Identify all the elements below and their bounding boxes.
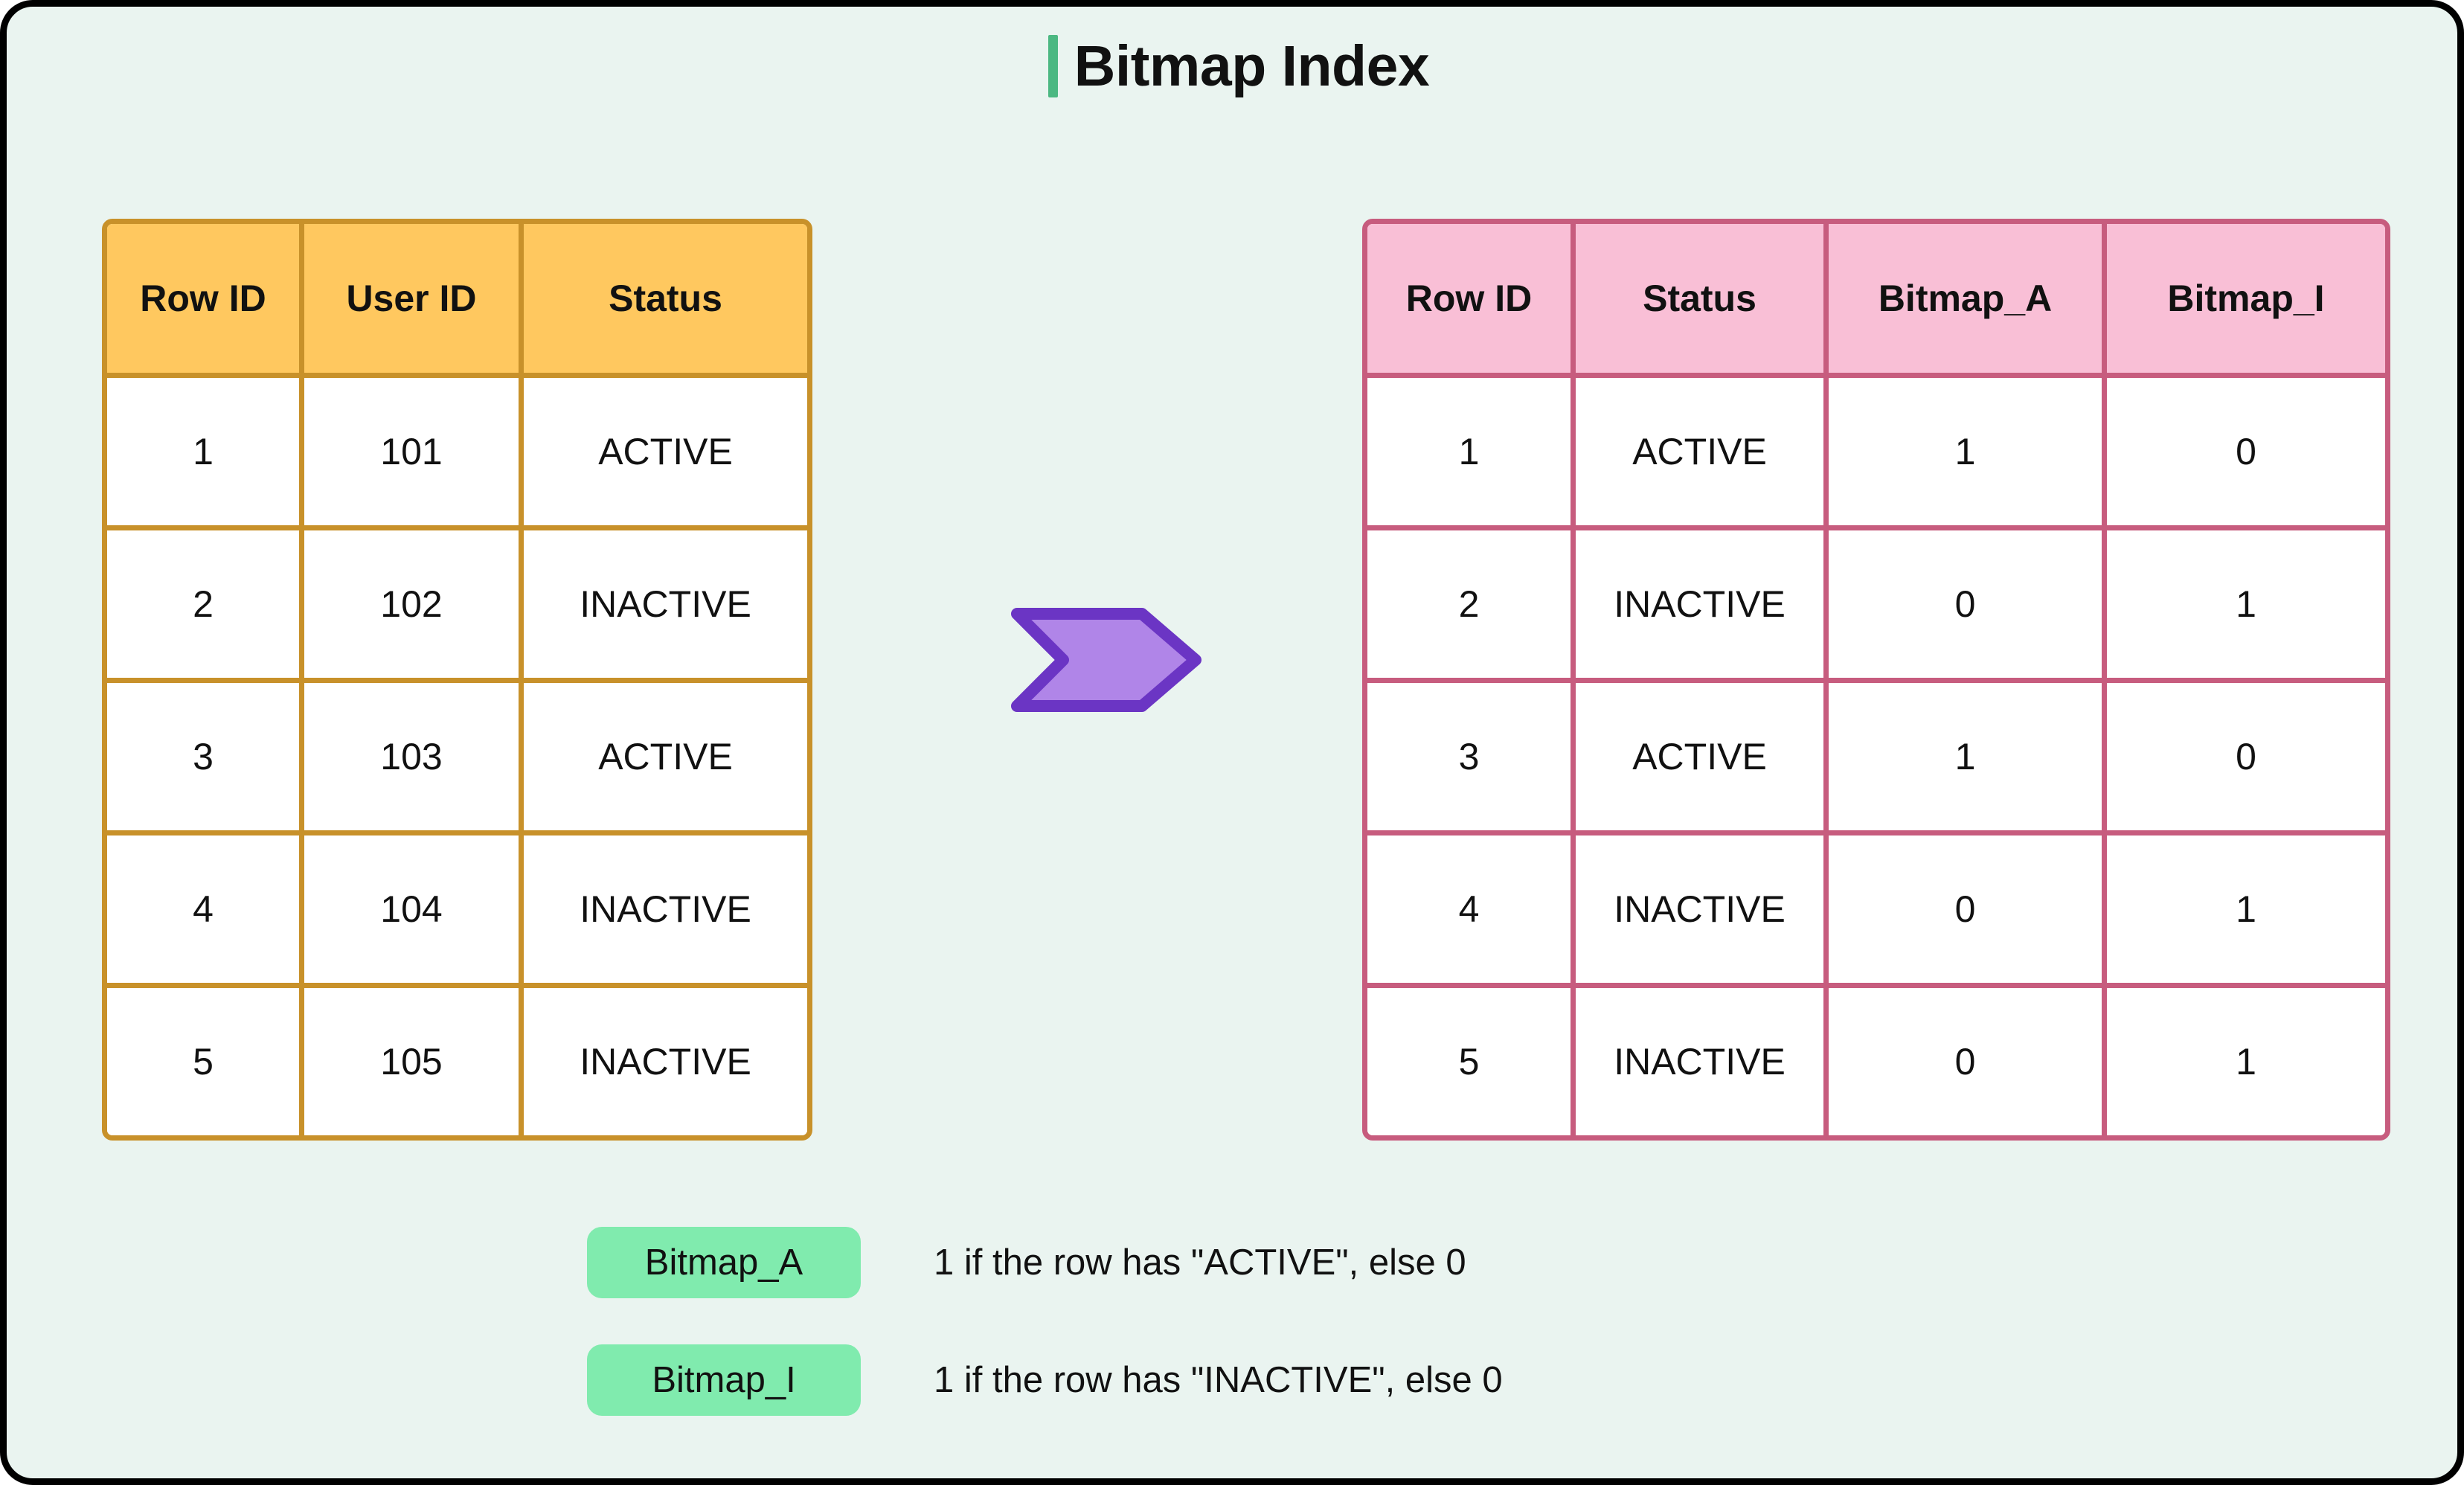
- bitmap-cell-status: INACTIVE: [1576, 988, 1829, 1135]
- bitmap-index-table: Row ID Status Bitmap_A Bitmap_I 1 ACTIVE…: [1362, 219, 2390, 1141]
- source-cell-row-id: 3: [107, 683, 304, 835]
- table-row: 5 INACTIVE 0 1: [1367, 988, 2385, 1135]
- source-cell-status: INACTIVE: [524, 530, 807, 683]
- bitmap-cell-bitmap-a: 1: [1829, 378, 2107, 530]
- bitmap-cell-status: ACTIVE: [1576, 378, 1829, 530]
- bitmap-header-row-id: Row ID: [1367, 224, 1576, 378]
- transform-arrow: [1010, 608, 1203, 712]
- bitmap-cell-status: INACTIVE: [1576, 530, 1829, 683]
- bitmap-cell-bitmap-a: 0: [1829, 988, 2107, 1135]
- legend-item-bitmap-i: Bitmap_I 1 if the row has "INACTIVE", el…: [587, 1344, 1926, 1417]
- table-row: 4 104 INACTIVE: [107, 835, 807, 988]
- source-header-status: Status: [524, 224, 807, 378]
- bitmap-cell-row-id: 5: [1367, 988, 1576, 1135]
- table-row: 2 INACTIVE 0 1: [1367, 530, 2385, 683]
- source-cell-row-id: 1: [107, 378, 304, 530]
- bitmap-cell-bitmap-a: 1: [1829, 683, 2107, 835]
- bitmap-cell-status: INACTIVE: [1576, 835, 1829, 988]
- source-header-user-id: User ID: [304, 224, 524, 378]
- bitmap-cell-bitmap-i: 0: [2107, 683, 2385, 835]
- bitmap-cell-row-id: 2: [1367, 530, 1576, 683]
- table-row: 2 102 INACTIVE: [107, 530, 807, 683]
- bitmap-cell-bitmap-a: 0: [1829, 530, 2107, 683]
- source-cell-user-id: 103: [304, 683, 524, 835]
- source-cell-row-id: 4: [107, 835, 304, 988]
- source-cell-row-id: 5: [107, 988, 304, 1135]
- bitmap-cell-bitmap-i: 1: [2107, 530, 2385, 683]
- table-row: 1 ACTIVE 1 0: [1367, 378, 2385, 530]
- bitmap-cell-bitmap-i: 1: [2107, 835, 2385, 988]
- table-header-row: Row ID User ID Status: [107, 224, 807, 378]
- source-cell-user-id: 101: [304, 378, 524, 530]
- bitmap-cell-bitmap-a: 0: [1829, 835, 2107, 988]
- chevron-right-arrow-icon: [1011, 608, 1201, 712]
- legend-badge-bitmap-a: Bitmap_A: [587, 1227, 861, 1298]
- table-row: 5 105 INACTIVE: [107, 988, 807, 1135]
- legend-description-bitmap-i: 1 if the row has "INACTIVE", else 0: [934, 1360, 1503, 1400]
- bitmap-cell-row-id: 4: [1367, 835, 1576, 988]
- bitmap-cell-row-id: 1: [1367, 378, 1576, 530]
- legend-badge-bitmap-i: Bitmap_I: [587, 1344, 861, 1416]
- source-cell-status: INACTIVE: [524, 988, 807, 1135]
- title-label: Bitmap Index: [1074, 33, 1430, 98]
- legend: Bitmap_A 1 if the row has "ACTIVE", else…: [587, 1226, 1926, 1461]
- source-cell-user-id: 104: [304, 835, 524, 988]
- bitmap-header-bitmap-a: Bitmap_A: [1829, 224, 2107, 378]
- source-cell-status: ACTIVE: [524, 683, 807, 835]
- table-row: 3 103 ACTIVE: [107, 683, 807, 835]
- title-accent-bar: [1047, 35, 1058, 97]
- source-cell-user-id: 105: [304, 988, 524, 1135]
- bitmap-cell-bitmap-i: 0: [2107, 378, 2385, 530]
- bitmap-header-status: Status: [1576, 224, 1829, 378]
- source-data-table: Row ID User ID Status 1 101 ACTIVE 2 102…: [102, 219, 812, 1141]
- legend-description-bitmap-a: 1 if the row has "ACTIVE", else 0: [934, 1242, 1466, 1283]
- source-cell-status: INACTIVE: [524, 835, 807, 988]
- source-header-row-id: Row ID: [107, 224, 304, 378]
- bitmap-cell-row-id: 3: [1367, 683, 1576, 835]
- legend-item-bitmap-a: Bitmap_A 1 if the row has "ACTIVE", else…: [587, 1226, 1926, 1299]
- table-row: 4 INACTIVE 0 1: [1367, 835, 2385, 988]
- source-cell-user-id: 102: [304, 530, 524, 683]
- source-cell-row-id: 2: [107, 530, 304, 683]
- table-row: 3 ACTIVE 1 0: [1367, 683, 2385, 835]
- page-title: Bitmap Index: [7, 33, 2457, 98]
- table-row: 1 101 ACTIVE: [107, 378, 807, 530]
- table-header-row: Row ID Status Bitmap_A Bitmap_I: [1367, 224, 2385, 378]
- bitmap-header-bitmap-i: Bitmap_I: [2107, 224, 2385, 378]
- source-cell-status: ACTIVE: [524, 378, 807, 530]
- bitmap-cell-bitmap-i: 1: [2107, 988, 2385, 1135]
- bitmap-cell-status: ACTIVE: [1576, 683, 1829, 835]
